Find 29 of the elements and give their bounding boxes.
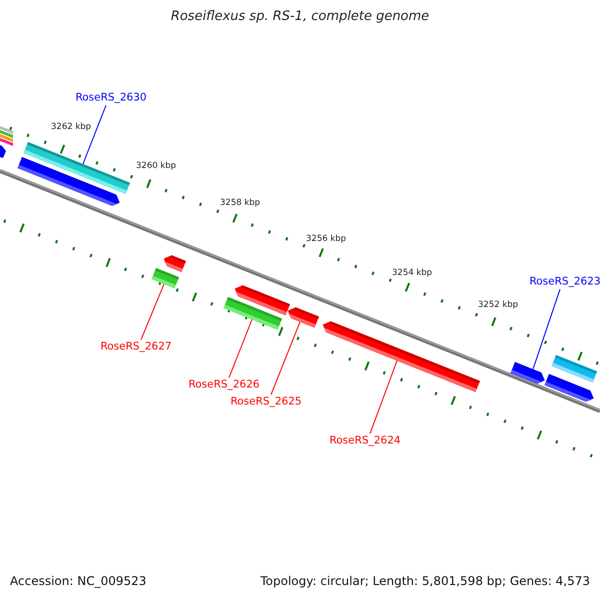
scale-label: 3258 kbp xyxy=(220,198,260,208)
gene-block xyxy=(288,307,319,328)
gene-block xyxy=(234,285,290,316)
scale-label: 3262 kbp xyxy=(51,122,92,132)
gene-label: RoseRS_2624 xyxy=(329,434,401,448)
accession-number: Accession: NC_009523 xyxy=(10,574,146,588)
title: Roseiflexus sp. RS-1, complete genome xyxy=(170,9,430,24)
gene-label: RoseRS_2627 xyxy=(100,340,172,354)
gene-block xyxy=(552,355,598,383)
genome-summary: Topology: circular; Length: 5,801,598 bp; Genes: 4,573 xyxy=(260,574,590,588)
leader-line xyxy=(532,288,560,370)
gene-block xyxy=(24,142,130,194)
gene-label: RoseRS_2623 xyxy=(529,276,600,288)
gene-label: RoseRS_2630 xyxy=(75,92,147,104)
scale-label: 3256 kbp xyxy=(306,234,346,244)
leader-line xyxy=(82,104,106,164)
gene-block xyxy=(322,321,480,392)
leader-line xyxy=(270,321,300,396)
gene-block xyxy=(152,268,180,288)
gene-block xyxy=(510,362,545,384)
leader-line xyxy=(228,319,252,378)
gene-label: RoseRS_2626 xyxy=(188,378,260,392)
scale-label: 3254 kbp xyxy=(392,268,432,278)
leader-line xyxy=(140,284,164,340)
gene-block xyxy=(164,255,186,272)
gene-label: RoseRS_2625 xyxy=(230,396,302,408)
scale-label: 3252 kbp xyxy=(478,300,518,310)
scale-label: 3260 kbp xyxy=(136,161,176,172)
leader-line xyxy=(370,360,398,434)
